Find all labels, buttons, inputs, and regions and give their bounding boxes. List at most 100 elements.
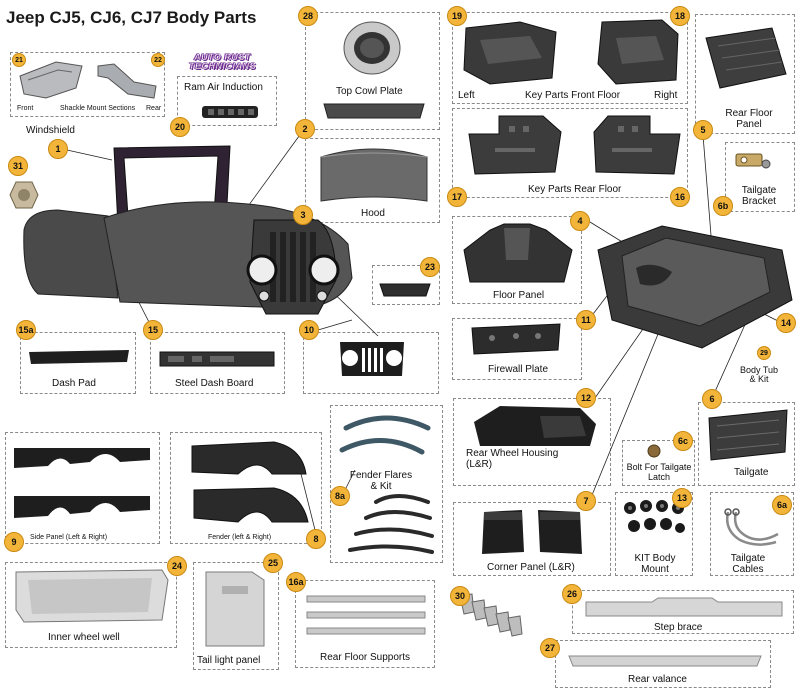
badge-6a: 6a — [772, 495, 792, 515]
label-inner-wheel-well: Inner wheel well — [48, 632, 120, 643]
box-tail-light-panel — [193, 562, 279, 670]
box-shackle-mount — [10, 52, 165, 117]
badge-6c: 6c — [673, 431, 693, 451]
corner-panel-image — [482, 510, 582, 554]
badge-17: 17 — [447, 187, 467, 207]
front-floor-right-image — [597, 19, 679, 85]
badge-16a: 16a — [286, 572, 306, 592]
badge-3: 3 — [293, 205, 313, 225]
ram-air-induction-image — [202, 106, 258, 118]
body-mount-kit-image — [624, 500, 685, 533]
badge-25: 25 — [263, 553, 283, 573]
box-tailgate-cables — [710, 492, 794, 576]
badge-31: 31 — [8, 156, 28, 176]
rear-floor-left-image — [468, 115, 562, 175]
badge-6: 6 — [702, 389, 722, 409]
label-step-brace: Step brace — [654, 622, 703, 633]
label-top-cowl: Top Cowl Plate — [336, 86, 403, 97]
tailgate-cables-image — [724, 508, 779, 546]
badge-26: 26 — [562, 584, 582, 604]
badge-23: 23 — [420, 257, 440, 277]
rear-wheel-housing-image — [474, 406, 596, 446]
label-rear-valance: Rear valance — [628, 674, 687, 685]
badge-15a: 15a — [16, 320, 36, 340]
badge-22: 22 — [151, 53, 165, 67]
label-dash-pad: Dash Pad — [52, 378, 96, 389]
step-brace-image — [585, 597, 783, 617]
body-tub-image — [597, 225, 793, 349]
front-floor-left-image — [463, 21, 557, 85]
badge-30: 30 — [450, 586, 470, 606]
badge-27: 27 — [540, 638, 560, 658]
box-floor-panel — [452, 216, 582, 304]
label-firewall-plate: Firewall Plate — [488, 364, 549, 375]
badge-29: 29 — [757, 346, 771, 360]
box-rear-floor-panel — [695, 14, 795, 134]
page-title: Jeep CJ5, CJ6, CJ7 Body Parts — [6, 8, 257, 27]
box-corner-panel — [453, 502, 611, 576]
label-windshield: Windshield — [26, 125, 75, 136]
label-fender: Fender (left & Right) — [208, 534, 272, 541]
badge-1: 1 — [48, 139, 68, 159]
badge-13: 13 — [672, 488, 692, 508]
label-corner-panel: Corner Panel (L&R) — [487, 562, 575, 573]
box-tailgate — [698, 402, 795, 486]
box-fender-flares — [330, 405, 443, 563]
grille-image — [340, 342, 404, 376]
tailgate-bracket-image — [735, 153, 771, 169]
shackle-mount-front-image — [19, 61, 83, 99]
label-bolt-latch: Bolt For Tailgate Latch — [626, 462, 692, 482]
badge-5: 5 — [693, 120, 713, 140]
badge-4: 4 — [570, 211, 590, 231]
box-hood — [305, 138, 440, 223]
tail-light-panel-image — [205, 571, 265, 647]
nut-image — [9, 181, 39, 209]
label-body-tub: Body Tub & Kit — [739, 365, 779, 384]
badge-7: 7 — [576, 491, 596, 511]
bolt-image — [647, 444, 661, 458]
box-rear-floor-supports — [295, 580, 435, 668]
label-rear-floor-supports: Rear Floor Supports — [320, 652, 411, 663]
label-ram-air: Ram Air Induction — [184, 82, 263, 93]
badge-24: 24 — [167, 556, 187, 576]
label-floor-panel: Floor Panel — [493, 290, 545, 301]
top-cowl-plate-image — [323, 103, 425, 119]
label-hood: Hood — [361, 208, 385, 219]
auto-rust-technicians-logo: AUTO RUST TECHNICIANS — [175, 52, 270, 71]
inner-wheel-well-image — [15, 569, 169, 623]
logo-line2: TECHNICIANS — [188, 61, 256, 71]
label-front: Front — [17, 105, 34, 112]
windshield-frame-image — [113, 145, 231, 227]
dash-pad-image — [29, 350, 129, 364]
shackle-mount-rear-image — [97, 63, 157, 99]
fender-flares-image — [339, 415, 434, 554]
box-rear-floor — [452, 108, 688, 198]
box-fender — [170, 432, 322, 544]
badge-14: 14 — [776, 313, 796, 333]
label-tailgate: Tailgate — [734, 467, 769, 478]
label-left: Left — [458, 90, 475, 101]
side-panel-image — [14, 448, 150, 518]
label-tailgate-bracket: Tailgate Bracket — [741, 185, 777, 207]
badge-28: 28 — [298, 6, 318, 26]
label-fender-flares: Fender Flares & Kit — [349, 470, 413, 492]
box-rear-valance — [555, 640, 771, 688]
steel-dash-board-image — [159, 351, 275, 367]
label-tail-light-panel: Tail light panel — [197, 655, 261, 666]
badge-18: 18 — [670, 6, 690, 26]
label-rear: Rear — [146, 105, 162, 112]
box-steel-dash — [150, 332, 285, 394]
label-body-mount: KIT Body Mount — [634, 553, 676, 575]
rear-floor-panel-image — [705, 27, 787, 89]
rear-valance-image — [568, 655, 762, 667]
badge-19: 19 — [447, 6, 467, 26]
badge-6b: 6b — [713, 196, 733, 216]
box-tailgate-bracket — [725, 142, 795, 212]
label-shackle-mount: Shackle Mount Sections — [60, 105, 136, 112]
box-firewall — [452, 318, 582, 380]
label-rear-floor-panel: Rear Floor Panel — [725, 108, 773, 130]
label-tailgate-cables: Tailgate Cables — [730, 553, 766, 575]
badge-8a: 8a — [330, 486, 350, 506]
box-dash-pad — [20, 332, 136, 394]
tailgate-image — [708, 409, 788, 461]
